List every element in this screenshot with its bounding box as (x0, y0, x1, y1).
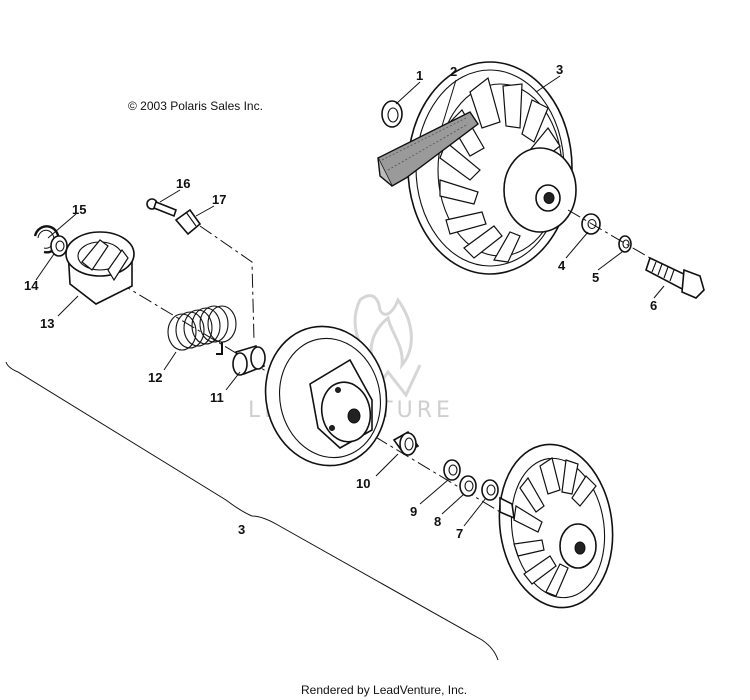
callout-10: 10 (356, 476, 370, 491)
screw-part-16 (146, 198, 177, 218)
bushing-part-10 (392, 430, 420, 456)
fixed-sheave (498, 443, 614, 609)
spring-part-12 (167, 305, 237, 355)
roller-part-17 (174, 208, 202, 236)
washer-part-14 (50, 235, 68, 257)
callout-12: 12 (148, 370, 162, 385)
callout-3-assembly: 3 (238, 522, 245, 537)
bolt-part-6 (645, 256, 705, 299)
callout-4: 4 (558, 258, 566, 273)
washer-part-4 (581, 213, 601, 235)
callout-7: 7 (456, 526, 463, 541)
bushing-part-11 (232, 345, 266, 376)
callout-5: 5 (592, 270, 599, 285)
lock-washer-part-5 (618, 235, 632, 253)
callout-15: 15 (72, 202, 86, 217)
clutch-sheave-part-3 (407, 61, 577, 275)
callout-8: 8 (434, 514, 441, 529)
leader-lines (35, 75, 665, 527)
washer-part-1 (381, 100, 403, 128)
callout-9: 9 (410, 504, 417, 519)
callout-17: 17 (212, 192, 226, 207)
assembly-bracket (5, 361, 499, 661)
washer-part-8 (459, 475, 477, 497)
callout-6: 6 (650, 298, 657, 313)
copyright-text: © 2003 Polaris Sales Inc. (128, 99, 263, 113)
movable-sheave (264, 325, 388, 467)
washer-part-7 (481, 479, 499, 501)
washer-part-9 (443, 459, 461, 481)
callout-labels: 1 2 3 4 5 6 7 8 9 10 11 12 13 14 15 16 1… (24, 62, 657, 541)
callout-16: 16 (176, 176, 190, 191)
callout-1: 1 (416, 68, 423, 83)
callout-2: 2 (450, 64, 457, 79)
callout-11: 11 (210, 390, 224, 405)
belt-part-2 (377, 111, 479, 187)
callout-14: 14 (24, 278, 39, 293)
callout-13: 13 (40, 316, 54, 331)
footer-text: Rendered by LeadVenture, Inc. (301, 683, 467, 697)
callout-3-top: 3 (556, 62, 563, 77)
helix-part-13 (65, 231, 135, 305)
